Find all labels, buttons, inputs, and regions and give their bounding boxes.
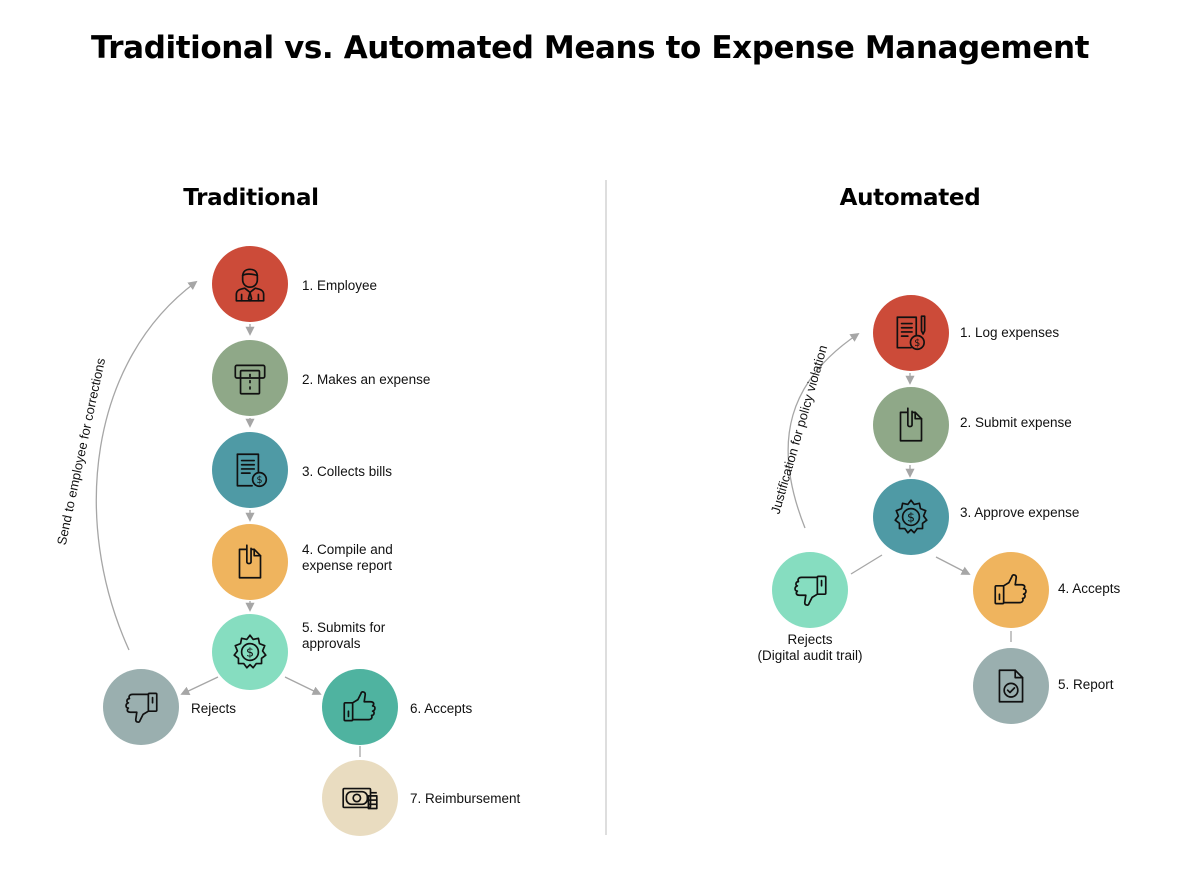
trad-label-employee: 1. Employee	[302, 278, 378, 293]
trad-label-reimbursement: 7. Reimbursement	[410, 791, 521, 806]
svg-text:$: $	[246, 645, 254, 660]
log-expense-icon: $	[896, 315, 926, 351]
trad-label-submits-approvals: 5. Submits for approvals	[302, 620, 386, 651]
bill-icon: $	[236, 453, 268, 488]
auto-label-rejects: Rejects (Digital audit trail)	[757, 632, 863, 663]
trad-step-reimbursement	[322, 760, 398, 836]
employee-icon	[235, 268, 265, 302]
svg-text:$: $	[914, 338, 920, 349]
svg-text:$: $	[256, 475, 262, 486]
trad-step-rejects	[103, 669, 179, 745]
gear-dollar-icon: $	[894, 499, 928, 534]
thumbs-up-icon	[343, 691, 376, 722]
report-check-icon	[998, 669, 1024, 703]
auto-connector-reject	[850, 554, 883, 575]
auto-label-log-expenses: 1. Log expenses	[960, 325, 1060, 340]
auto-label-report: 5. Report	[1058, 677, 1114, 692]
auto-label-accepts: 4. Accepts	[1058, 581, 1121, 596]
auto-step-submit-expense	[873, 387, 949, 463]
auto-step-rejects	[772, 552, 848, 628]
page-title: Traditional vs. Automated Means to Expen…	[90, 30, 1090, 66]
trad-loop-arrow	[95, 280, 198, 651]
auto-label-submit-expense: 2. Submit expense	[960, 415, 1072, 430]
section-divider	[605, 180, 607, 835]
clipboard-icon	[238, 544, 262, 579]
thumbs-down-icon	[125, 692, 158, 723]
trad-label-makes-expense: 2. Makes an expense	[302, 372, 431, 387]
card-machine-icon	[234, 364, 266, 395]
trad-label-accepts: 6. Accepts	[410, 701, 473, 716]
trad-step-employee	[212, 246, 288, 322]
auto-loop-arrow	[787, 332, 860, 529]
automated-heading: Automated	[839, 185, 981, 211]
clipboard-icon	[899, 407, 923, 442]
auto-connector-accept	[935, 556, 971, 575]
thumbs-up-icon	[994, 574, 1027, 605]
thumbs-down-icon	[794, 575, 827, 606]
auto-step-report	[973, 648, 1049, 724]
trad-step-compile-report	[212, 524, 288, 600]
trad-label-collects-bills: 3. Collects bills	[302, 464, 393, 479]
trad-step-submits-approvals: $	[212, 614, 288, 690]
auto-step-log-expenses: $	[873, 295, 949, 371]
auto-step-accepts	[973, 552, 1049, 628]
gear-dollar-icon: $	[233, 634, 267, 669]
traditional-heading: Traditional	[183, 185, 319, 211]
trad-step-makes-expense	[212, 340, 288, 416]
trad-step-collects-bills: $	[212, 432, 288, 508]
trad-label-rejects: Rejects	[191, 701, 237, 716]
auto-step-approve-expense: $	[873, 479, 949, 555]
money-icon	[342, 787, 378, 810]
auto-label-approve-expense: 3. Approve expense	[960, 505, 1080, 520]
trad-connector-reject	[180, 676, 219, 696]
svg-text:$: $	[907, 510, 915, 525]
trad-step-accepts	[322, 669, 398, 745]
trad-connector-accept	[284, 676, 322, 695]
trad-label-compile-report: 4. Compile and expense report	[302, 542, 393, 573]
